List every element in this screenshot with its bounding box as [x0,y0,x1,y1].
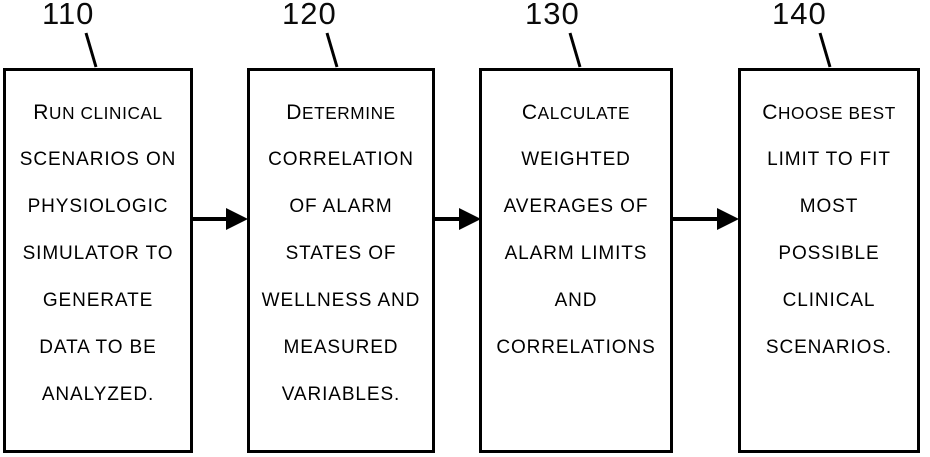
process-line: DETERMINE [250,89,432,136]
process-box-130[interactable]: CALCULATE WEIGHTED AVERAGES OF ALARM LIM… [479,68,673,453]
process-line: CLINICAL [782,290,876,311]
process-box-140[interactable]: CHOOSE BEST LIMIT TO FIT MOST POSSIBLE C… [738,68,920,453]
process-line: LIMIT TO FIT [767,149,891,170]
process-line: AVERAGES OF [503,196,649,217]
arrow-shaft [435,217,461,221]
process-box-130-text: CALCULATE WEIGHTED AVERAGES OF ALARM LIM… [482,89,670,371]
process-line: MEASURED [283,337,399,358]
process-line: DATA TO BE [39,337,157,358]
process-line: STATES OF [285,243,397,264]
process-box-110[interactable]: RUN CLINICAL SCENARIOS ON PHYSIOLOGIC SI… [3,68,193,453]
reference-number-120: 120 [282,0,337,31]
line-rest: ALCULATE [537,103,631,123]
leader-line-110 [84,32,118,69]
process-line: CHOOSE BEST [741,89,917,136]
process-line: CALCULATE [482,89,670,136]
process-line: VARIABLES. [281,384,401,405]
process-line: SCENARIOS ON [19,149,177,170]
arrow-shaft [193,217,228,221]
leader-line-130 [568,32,602,69]
line-initial: D [286,101,303,124]
process-line: GENERATE [42,290,154,311]
arrow-110-to-120 [193,208,248,230]
arrow-head [717,208,739,230]
process-box-140-text: CHOOSE BEST LIMIT TO FIT MOST POSSIBLE C… [741,89,917,371]
process-box-120[interactable]: DETERMINE CORRELATION OF ALARM STATES OF… [247,68,435,453]
process-line: ANALYZED. [41,384,155,405]
process-line: CORRELATIONS [496,337,656,358]
arrow-120-to-130 [435,208,481,230]
process-line: POSSIBLE [778,243,880,264]
arrow-shaft [673,217,719,221]
process-line: CORRELATION [268,149,414,170]
process-line: SIMULATOR TO [22,243,174,264]
process-line: AND [554,290,598,311]
line-rest: UN CLINICAL [49,103,163,123]
leader-line-120 [325,32,359,69]
process-line: MOST [799,196,859,217]
process-line: WELLNESS AND [261,290,421,311]
reference-number-130: 130 [525,0,580,31]
arrow-head [459,208,481,230]
line-rest: HOOSE BEST [777,103,896,123]
process-line: WEIGHTED [521,149,631,170]
line-rest: ETERMINE [302,103,396,123]
process-line: PHYSIOLOGIC [27,196,169,217]
process-line: ALARM LIMITS [504,243,648,264]
line-initial: R [33,101,50,124]
line-initial: C [762,101,778,124]
process-box-110-text: RUN CLINICAL SCENARIOS ON PHYSIOLOGIC SI… [6,89,190,418]
arrow-head [226,208,248,230]
line-initial: C [521,101,538,124]
reference-number-110: 110 [42,0,95,31]
process-line: SCENARIOS. [765,337,893,358]
process-line: OF ALARM [289,196,393,217]
arrow-130-to-140 [673,208,739,230]
process-box-120-text: DETERMINE CORRELATION OF ALARM STATES OF… [250,89,432,418]
reference-number-140: 140 [772,0,827,31]
process-line: RUN CLINICAL [6,89,190,136]
leader-line-140 [818,32,852,69]
